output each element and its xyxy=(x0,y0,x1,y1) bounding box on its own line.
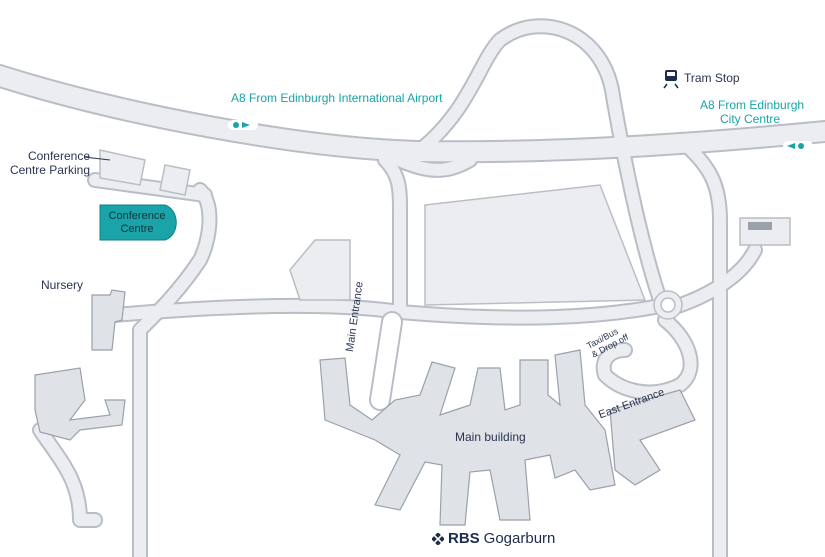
label-nursery: Nursery xyxy=(41,278,84,292)
road-network xyxy=(0,18,825,557)
brand-rbs: RBS xyxy=(448,530,480,547)
label-a8-city-line1: A8 From Edinburgh xyxy=(700,98,805,112)
label-conference-centre: Conference Centre xyxy=(100,210,174,235)
label-conference-parking-line2: Centre Parking xyxy=(9,162,90,177)
label-conference-centre-line2: Centre xyxy=(120,222,154,235)
car-parks xyxy=(99,149,791,306)
conference-parking-leader xyxy=(83,156,111,161)
brand-logo: RBS Gogarburn xyxy=(432,530,555,547)
label-tram-stop: Tram Stop xyxy=(684,71,740,85)
conference-centre-building xyxy=(99,204,177,241)
tram-depot xyxy=(748,222,772,230)
buildings xyxy=(34,289,696,526)
label-conference-parking-line1: Conference xyxy=(27,149,90,163)
label-conference-centre-line1: Conference xyxy=(108,210,166,222)
label-a8-city: A8 From Edinburgh City Centre xyxy=(700,98,805,127)
label-a8-airport: A8 From Edinburgh International Airport xyxy=(231,91,443,105)
label-main-building: Main building xyxy=(455,430,526,444)
brand-name: Gogarburn xyxy=(483,530,556,547)
label-conference-parking: Conference Centre Parking xyxy=(4,149,90,178)
rbs-logo-icon xyxy=(432,532,444,545)
direction-arrow-icon xyxy=(228,120,258,130)
tram-icon xyxy=(663,70,679,89)
label-a8-city-line2: City Centre xyxy=(719,111,781,126)
direction-arrow-icon xyxy=(783,141,813,151)
